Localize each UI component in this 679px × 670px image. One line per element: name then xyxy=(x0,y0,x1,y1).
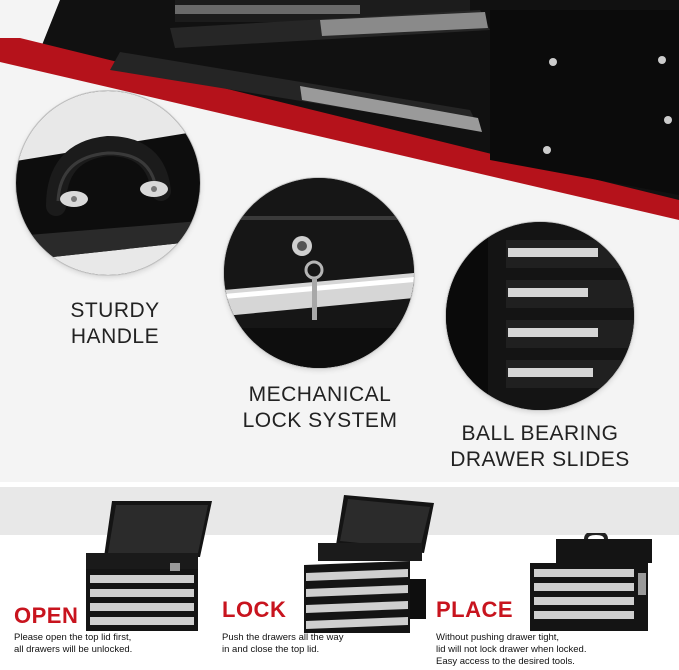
feature-caption-line: STURDY xyxy=(70,299,160,322)
feature-caption-lock: MECHANICAL LOCK SYSTEM xyxy=(226,382,414,434)
handle-detail-image xyxy=(16,91,200,275)
feature-caption-line: BALL BEARING xyxy=(461,422,619,445)
step-description-lock: Push the drawers all the way in and clos… xyxy=(222,632,343,656)
step-description-line: Easy access to the desired tools. xyxy=(436,656,575,667)
feature-caption-line: HANDLE xyxy=(70,325,160,348)
features-panel: STURDY HANDLE MECHANICAL LOCK SYSTEM BAL… xyxy=(0,0,679,482)
step-description-line: in and close the top lid. xyxy=(222,644,320,655)
feature-caption-slides: BALL BEARING DRAWER SLIDES xyxy=(440,421,640,473)
step-title-place: PLACE xyxy=(436,597,514,622)
step-description-place: Without pushing drawer tight, lid will n… xyxy=(436,632,586,668)
step-description-line: Without pushing drawer tight, xyxy=(436,632,560,643)
step-description-line: Push the drawers all the way xyxy=(222,632,344,643)
toolbox-open-image xyxy=(86,501,212,631)
feature-caption-line: MECHANICAL xyxy=(248,383,392,406)
toolbox-lock-image xyxy=(304,495,434,633)
step-title-lock: LOCK xyxy=(222,597,287,622)
slides-detail-image xyxy=(446,222,634,410)
red-stripe xyxy=(0,38,679,220)
step-title-open: OPEN xyxy=(14,603,79,628)
usage-steps-panel: OPEN Please open the top lid first, all … xyxy=(0,487,679,670)
feature-caption-line: DRAWER SLIDES xyxy=(450,448,630,471)
feature-caption-line: LOCK SYSTEM xyxy=(242,409,398,432)
step-description-line: Please open the top lid first, xyxy=(14,632,132,643)
lock-detail-image xyxy=(224,178,414,368)
step-description-line: all drawers will be unlocked. xyxy=(14,644,133,655)
toolbox-closeup-image xyxy=(0,0,679,220)
toolbox-place-image xyxy=(530,533,652,631)
step-description-open: Please open the top lid first, all drawe… xyxy=(14,632,132,656)
step-description-line: lid will not lock drawer when locked. xyxy=(436,644,587,655)
feature-caption-handle: STURDY HANDLE xyxy=(40,298,190,350)
